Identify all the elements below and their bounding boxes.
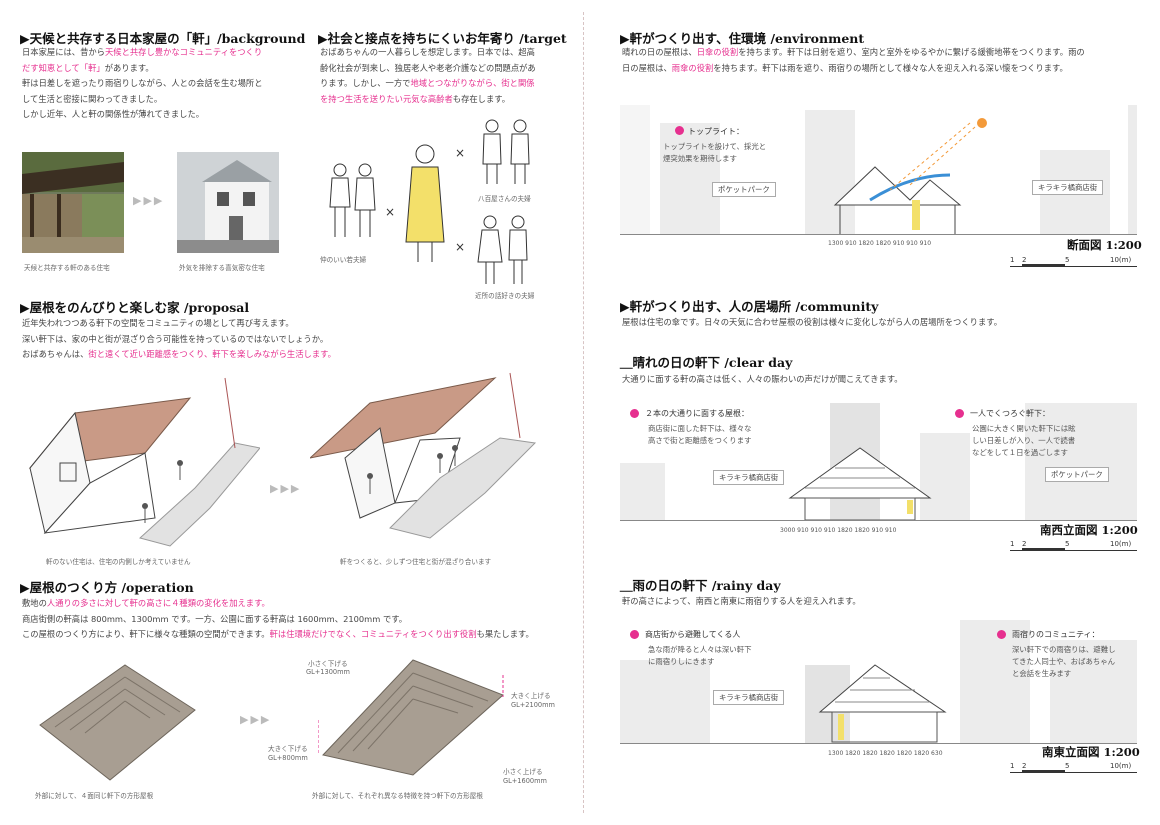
proposal-sketch-with-eave — [310, 372, 537, 539]
photo-traditional-house — [22, 152, 124, 253]
bg-block — [1128, 105, 1137, 235]
southwest-elevation — [620, 403, 1137, 521]
bg-block — [960, 620, 1030, 744]
clear-day-heading: ＿晴れの日の軒下 /clear day — [620, 355, 793, 370]
southeast-house — [818, 664, 947, 743]
caption-young-couple: 仲のいい若夫婦 — [320, 256, 367, 264]
tag-kirakira-street: キラキラ橘商店街 — [1032, 180, 1104, 195]
caption-grocer: 八百屋さんの夫婦 — [478, 195, 531, 203]
tag-pocket-park: ポケットパーク — [1045, 467, 1109, 482]
scale-title-southeast: 南東立面図 1:200 — [1042, 745, 1140, 759]
caption-equal-roof: 外部に対して、４面同じ軒下の方形屋根 — [35, 792, 154, 800]
scale-title-section: 断面図 1:200 — [1067, 238, 1142, 252]
target-text: おばあちゃんの一人暮らしを想定します。日本では、超高 齢化社会が到来し、独居老人… — [320, 47, 536, 104]
bg-block — [660, 123, 720, 235]
target-illustration — [329, 119, 530, 284]
clear-day-text: 大通りに面する軒の高さは低く、人々の賑わいの声だけが聞こえてきます。 — [622, 374, 903, 384]
label-small-down: 小さく下げる — [308, 660, 348, 668]
label-big-up-value: GL+2100mm — [511, 701, 555, 709]
times-icon-neighbor: × — [455, 240, 466, 254]
operation-heading: ▶屋根のつくり方 /operation — [20, 580, 194, 595]
point-marker-shelter — [630, 630, 639, 639]
roof-equal-eave — [39, 664, 196, 781]
times-icon-grocer: × — [455, 146, 466, 160]
background-heading: ▶天候と共存する日本家屋の「軒」/background — [20, 31, 306, 46]
ground-line — [620, 743, 1137, 744]
southeast-elevation — [620, 620, 1137, 744]
label-big-up: 大きく上げる — [511, 692, 551, 700]
bg-block — [1025, 403, 1137, 521]
ground-line — [620, 234, 1137, 235]
environment-text: 晴れの日の屋根は、日傘の役割を持ちます。軒下は日射を遮り、室内と室外をゆるやかに… — [622, 47, 1085, 73]
caption-varied-roof: 外部に対して、それぞれ異なる特徴を持つ軒下の方形屋根 — [312, 792, 483, 800]
point-title-toplight: トップライト： — [688, 127, 744, 136]
arrows-proposal: ▶▶▶ — [270, 482, 302, 495]
point-text-shelter: 急な雨が降ると人々は深い軒下 に雨宿りしにきます — [648, 645, 752, 666]
point-marker-toplight — [675, 126, 684, 135]
southwest-house — [788, 447, 932, 521]
page-divider — [583, 12, 584, 813]
point-title-shelter: 商店街から避難してくる人 — [645, 630, 741, 639]
photo-airtight-house — [177, 152, 279, 253]
point-text-relax: 公園に大きく開いた軒下には眩 しい日差しが入り、一人で読書 などをして１日を過ご… — [972, 424, 1076, 457]
bg-block — [620, 463, 665, 521]
label-big-down: 大きく下げる — [268, 745, 308, 753]
bg-block — [620, 660, 710, 744]
environment-heading: ▶軒がつくり出す、住環境 /environment — [620, 31, 865, 46]
caption-traditional: 天候と共存する軒のある住宅 — [24, 264, 110, 272]
times-icon-couple: × — [385, 205, 396, 219]
caption-neighbor: 近所の話好きの夫婦 — [475, 292, 535, 300]
section-drawing — [620, 105, 1137, 235]
section-house — [833, 118, 987, 235]
label-big-down-value: GL+800mm — [268, 754, 308, 762]
point-title-relax: 一人でくつろぐ軒下： — [970, 409, 1050, 418]
southeast-dimensions: 1300 1820 1820 1820 1820 1820 630 — [828, 750, 943, 757]
rainy-day-heading: ＿雨の日の軒下 /rainy day — [620, 578, 781, 593]
label-small-down-value: GL+1300mm — [306, 668, 350, 676]
point-title-rain-community: 雨宿りのコミュニティ： — [1012, 630, 1100, 639]
bg-block — [1050, 640, 1137, 744]
tag-kirakira-street: キラキラ橘商店街 — [713, 690, 785, 705]
arrows-background: ▶▶▶ — [133, 194, 165, 207]
tag-pocket-park: ポケットパーク — [712, 182, 776, 197]
point-marker-rain-community — [997, 630, 1006, 639]
section-dimensions: 1300 910 1820 1820 910 910 910 — [828, 240, 932, 247]
point-text-toplight: トップライトを設けて、採光と 煙突効果を期待します — [663, 142, 767, 163]
scale-bar-section: 1 2 5 10(m) — [1010, 256, 1137, 270]
proposal-text: 近年失われつつある軒下の空間をコミュニティの場として再び考えます。 深い軒下は、… — [22, 318, 336, 359]
community-heading: ▶軒がつくり出す、人の居場所 /community — [620, 299, 879, 314]
point-text-rain-community: 深い軒下での雨宿りは、避難し てきた人同士や、おばあちゃん と会話を生みます — [1012, 645, 1116, 678]
scale-title-southwest: 南西立面図 1:200 — [1040, 523, 1138, 537]
caption-airtight: 外気を排除する喜気密な住宅 — [179, 264, 265, 272]
proposal-heading: ▶屋根をのんびりと楽しむ家 /proposal — [20, 300, 250, 315]
point-marker-streets — [630, 409, 639, 418]
point-marker-relax — [955, 409, 964, 418]
operation-text: 敷地の人通りの多さに対して軒の高さに４種類の変化を加えます。 商店街側の軒高は … — [22, 598, 534, 639]
scale-bar-southeast: 1 2 5 10(m) — [1010, 762, 1137, 776]
tag-kirakira-street: キラキラ橘商店街 — [713, 470, 785, 485]
southwest-dimensions: 3000 910 910 910 1820 1820 910 910 — [780, 527, 897, 534]
target-heading: ▶社会と接点を持ちにくいお年寄り /target — [318, 31, 567, 46]
community-text: 屋根は住宅の傘です。日々の天気に合わせ屋根の役割は様々に変化しながら人の居場所を… — [622, 317, 1003, 327]
caption-no-eave: 軒のない住宅は、住宅の内側しか考えていません — [46, 558, 191, 566]
rainy-day-text: 軒の高さによって、南西と南東に雨宿りする人を迎え入れます。 — [622, 596, 861, 606]
bg-block — [920, 433, 970, 521]
label-small-up-value: GL+1600mm — [503, 777, 547, 785]
point-text-streets: 商店街に面した軒下は、様々な 高さで街と距離感をつくります — [648, 424, 752, 445]
ground-line — [620, 520, 1137, 521]
roof-varied-eave — [318, 659, 504, 776]
arrows-operation: ▶▶▶ — [240, 713, 272, 726]
point-title-streets: ２本の大通りに面する屋根： — [645, 409, 749, 418]
bg-block — [805, 110, 855, 235]
caption-with-eave: 軒をつくると、少しずつ住宅と街が混ざり合います — [340, 558, 492, 566]
proposal-sketch-no-eave — [28, 377, 260, 547]
label-small-up: 小さく上げる — [503, 768, 543, 776]
scale-bar-southwest: 1 2 5 10(m) — [1010, 540, 1137, 554]
background-text: 日本家屋には、昔から天候と共存し豊かなコミュニティをつくり だす知恵として「軒」… — [22, 47, 263, 119]
bg-block — [620, 105, 650, 235]
